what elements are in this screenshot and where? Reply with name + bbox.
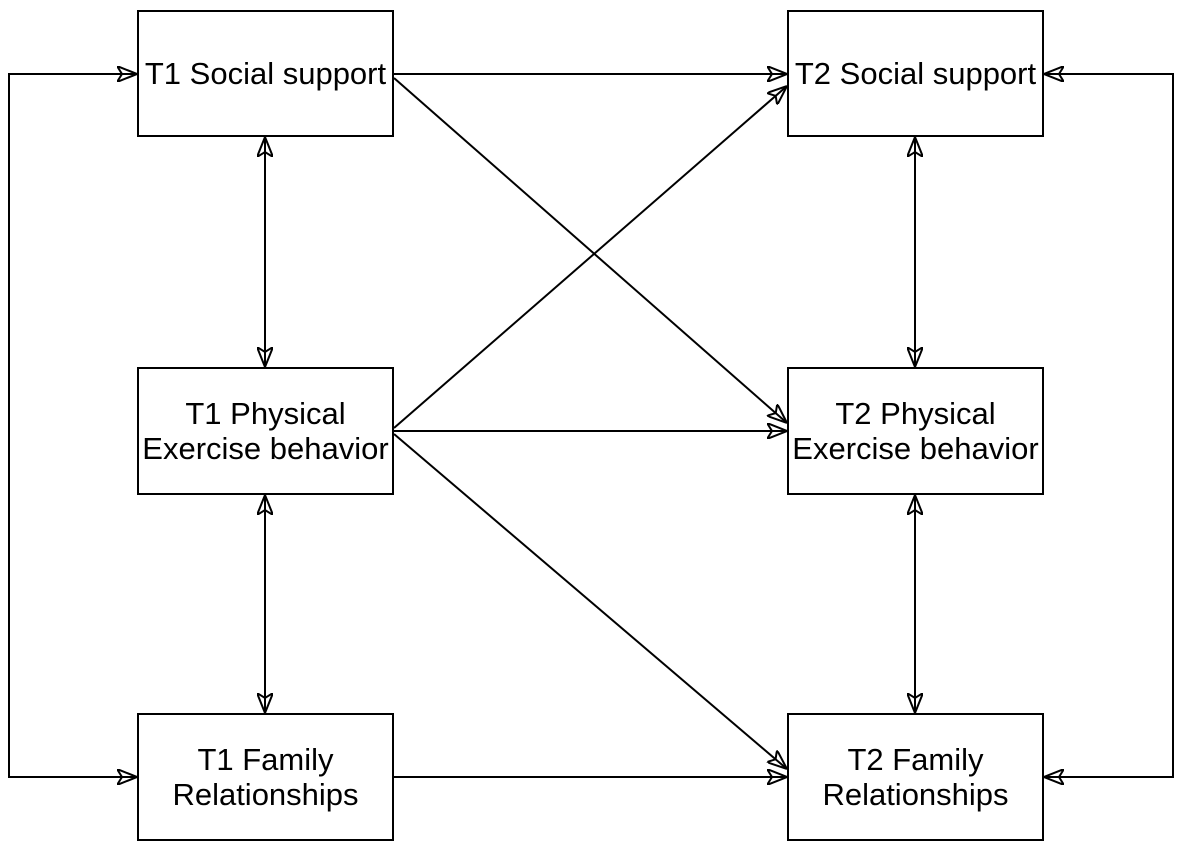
node-t2-physical-exercise-behavior-label: T2 Physical Exercise behavior [792, 396, 1039, 466]
node-t1-physical-exercise-behavior: T1 Physical Exercise behavior [137, 367, 394, 495]
node-t1-family-relationships: T1 Family Relationships [137, 713, 394, 841]
node-t1-physical-exercise-behavior-label: T1 Physical Exercise behavior [142, 396, 389, 466]
node-t1-family-relationships-label: T1 Family Relationships [172, 742, 359, 812]
edge-t1-social-to-t2-physical [393, 77, 787, 423]
node-t2-family-relationships: T2 Family Relationships [787, 713, 1044, 841]
edge-t1-physical-to-t2-social [393, 86, 787, 429]
node-t2-social-support: T2 Social support [787, 10, 1044, 137]
node-t1-social-support: T1 Social support [137, 10, 394, 137]
edge-t1-physical-to-t2-family [393, 433, 787, 769]
node-t2-physical-exercise-behavior: T2 Physical Exercise behavior [787, 367, 1044, 495]
node-t2-family-relationships-label: T2 Family Relationships [822, 742, 1009, 812]
node-t2-social-support-label: T2 Social support [794, 56, 1037, 91]
edge-t2-social-t2-family-correlation-outer-right [1044, 74, 1174, 777]
node-t1-social-support-label: T1 Social support [144, 56, 387, 91]
edge-t1-social-t1-family-correlation-outer-left [8, 74, 137, 777]
